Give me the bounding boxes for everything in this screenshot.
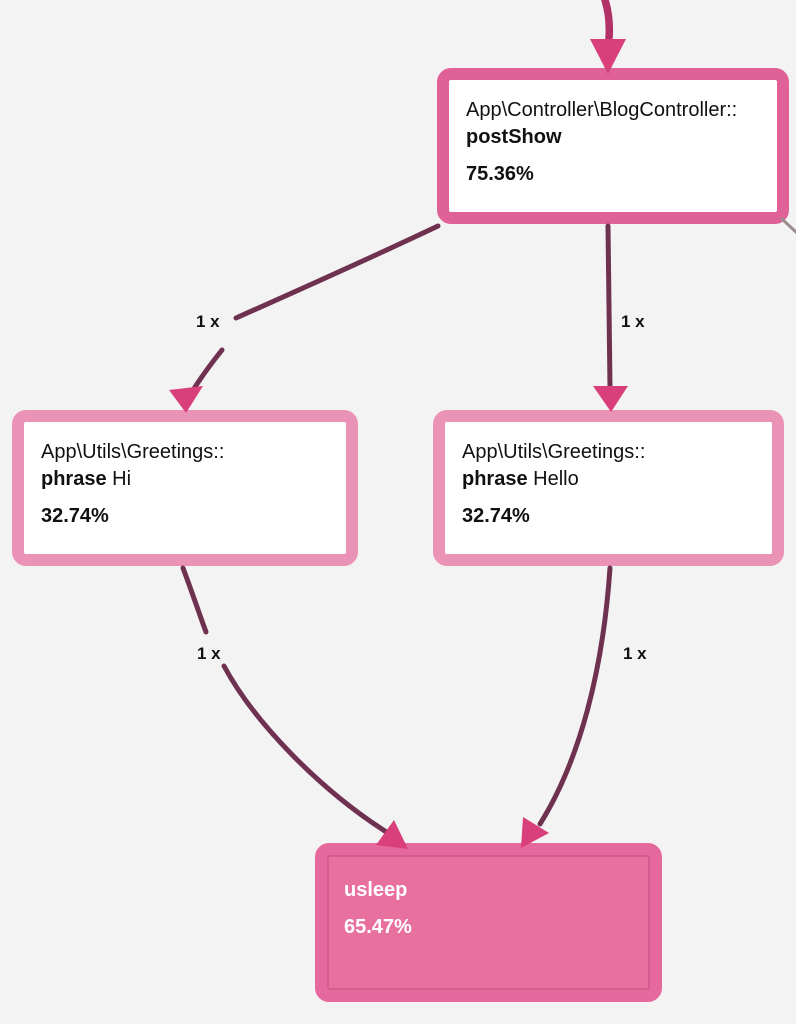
node-method-line: phrase Hi bbox=[41, 468, 132, 490]
edge-postshow-to-phrase-hi bbox=[233, 223, 441, 321]
node-phrase-hi[interactable]: App\Utils\Greetings:: phrase Hi 32.74% bbox=[12, 410, 358, 566]
node-percent: 75.36% bbox=[466, 163, 534, 185]
edge-label-phrase-hi-usleep: 1 x bbox=[197, 644, 221, 663]
edge-offscreen-right bbox=[780, 217, 796, 235]
edge-label-postshow-phrase-hi: 1 x bbox=[196, 312, 220, 331]
node-postshow[interactable]: App\Controller\BlogController:: postShow… bbox=[437, 68, 789, 224]
node-percent: 32.74% bbox=[462, 505, 530, 527]
edge-label-postshow-phrase-hello: 1 x bbox=[621, 312, 645, 331]
edge-label-phrase-hello-usleep: 1 x bbox=[623, 644, 647, 663]
node-method-line: postShow bbox=[466, 126, 562, 148]
node-phrase-hello[interactable]: App\Utils\Greetings:: phrase Hello 32.74… bbox=[433, 410, 784, 566]
edge-postshow-to-phrase-hi bbox=[185, 347, 225, 402]
edge-phrase-hi-to-usleep bbox=[180, 565, 209, 635]
node-method-line: phrase Hello bbox=[462, 468, 579, 490]
node-class-line: App\Controller\BlogController:: bbox=[466, 99, 738, 121]
arrowhead-into-phrase-hi bbox=[169, 386, 203, 413]
edge-phrase-hello-to-usleep bbox=[537, 565, 613, 827]
node-class-line: App\Utils\Greetings:: bbox=[462, 441, 646, 463]
edge-postshow-to-phrase-hello bbox=[605, 223, 613, 390]
edge-phrase-hi-to-usleep bbox=[221, 663, 391, 836]
node-method-line: usleep bbox=[344, 879, 408, 901]
node-class-line: App\Utils\Greetings:: bbox=[41, 441, 225, 463]
node-percent: 32.74% bbox=[41, 505, 109, 527]
node-percent: 65.47% bbox=[344, 916, 412, 938]
node-usleep[interactable]: usleep 65.47% bbox=[315, 843, 662, 1002]
arrowhead-into-phrase-hello bbox=[593, 386, 628, 412]
edge-incoming-top bbox=[601, 0, 614, 42]
